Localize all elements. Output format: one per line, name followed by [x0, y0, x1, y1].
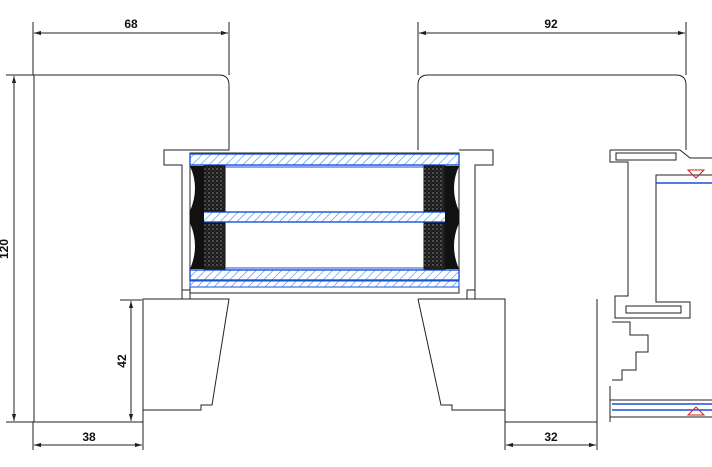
- spacer-left-upper: [203, 165, 226, 212]
- right-sill-block: [417, 298, 505, 411]
- dimension-label-42: 42: [115, 354, 129, 368]
- adjacent-sash-profile: [609, 149, 712, 422]
- spacer-right-upper: [423, 165, 446, 212]
- glass-pane-top: [189, 153, 460, 166]
- dimension-top-right: 92: [417, 17, 687, 75]
- dimension-bottom-right: 32: [504, 422, 598, 450]
- glass-pane-middle: [189, 211, 460, 223]
- sealant-left: [190, 166, 204, 269]
- dimension-label-68: 68: [124, 17, 138, 31]
- glass-pane-bottom-inner: [189, 280, 460, 288]
- dimension-top-left: 68: [32, 17, 230, 75]
- left-sill-block: [143, 298, 230, 411]
- spacer-left-lower: [203, 222, 226, 270]
- glass-pane-bottom: [189, 269, 460, 281]
- dimension-label-32: 32: [544, 430, 558, 444]
- dimension-label-92: 92: [544, 17, 558, 31]
- spacer-right-lower: [423, 222, 446, 270]
- dimension-bottom-left: 38: [32, 422, 144, 450]
- dimension-left-height: 120: [0, 74, 34, 423]
- dimension-label-120: 120: [0, 239, 11, 259]
- dimension-label-38: 38: [82, 430, 96, 444]
- right-frame-profile: [417, 74, 687, 150]
- left-sash-step: [182, 289, 191, 299]
- right-sash-body: [459, 149, 598, 423]
- right-sash-step: [466, 289, 475, 299]
- triple-glazing-unit: [189, 152, 460, 294]
- sealant-right: [445, 166, 459, 269]
- dimension-inner-height: 42: [115, 299, 142, 423]
